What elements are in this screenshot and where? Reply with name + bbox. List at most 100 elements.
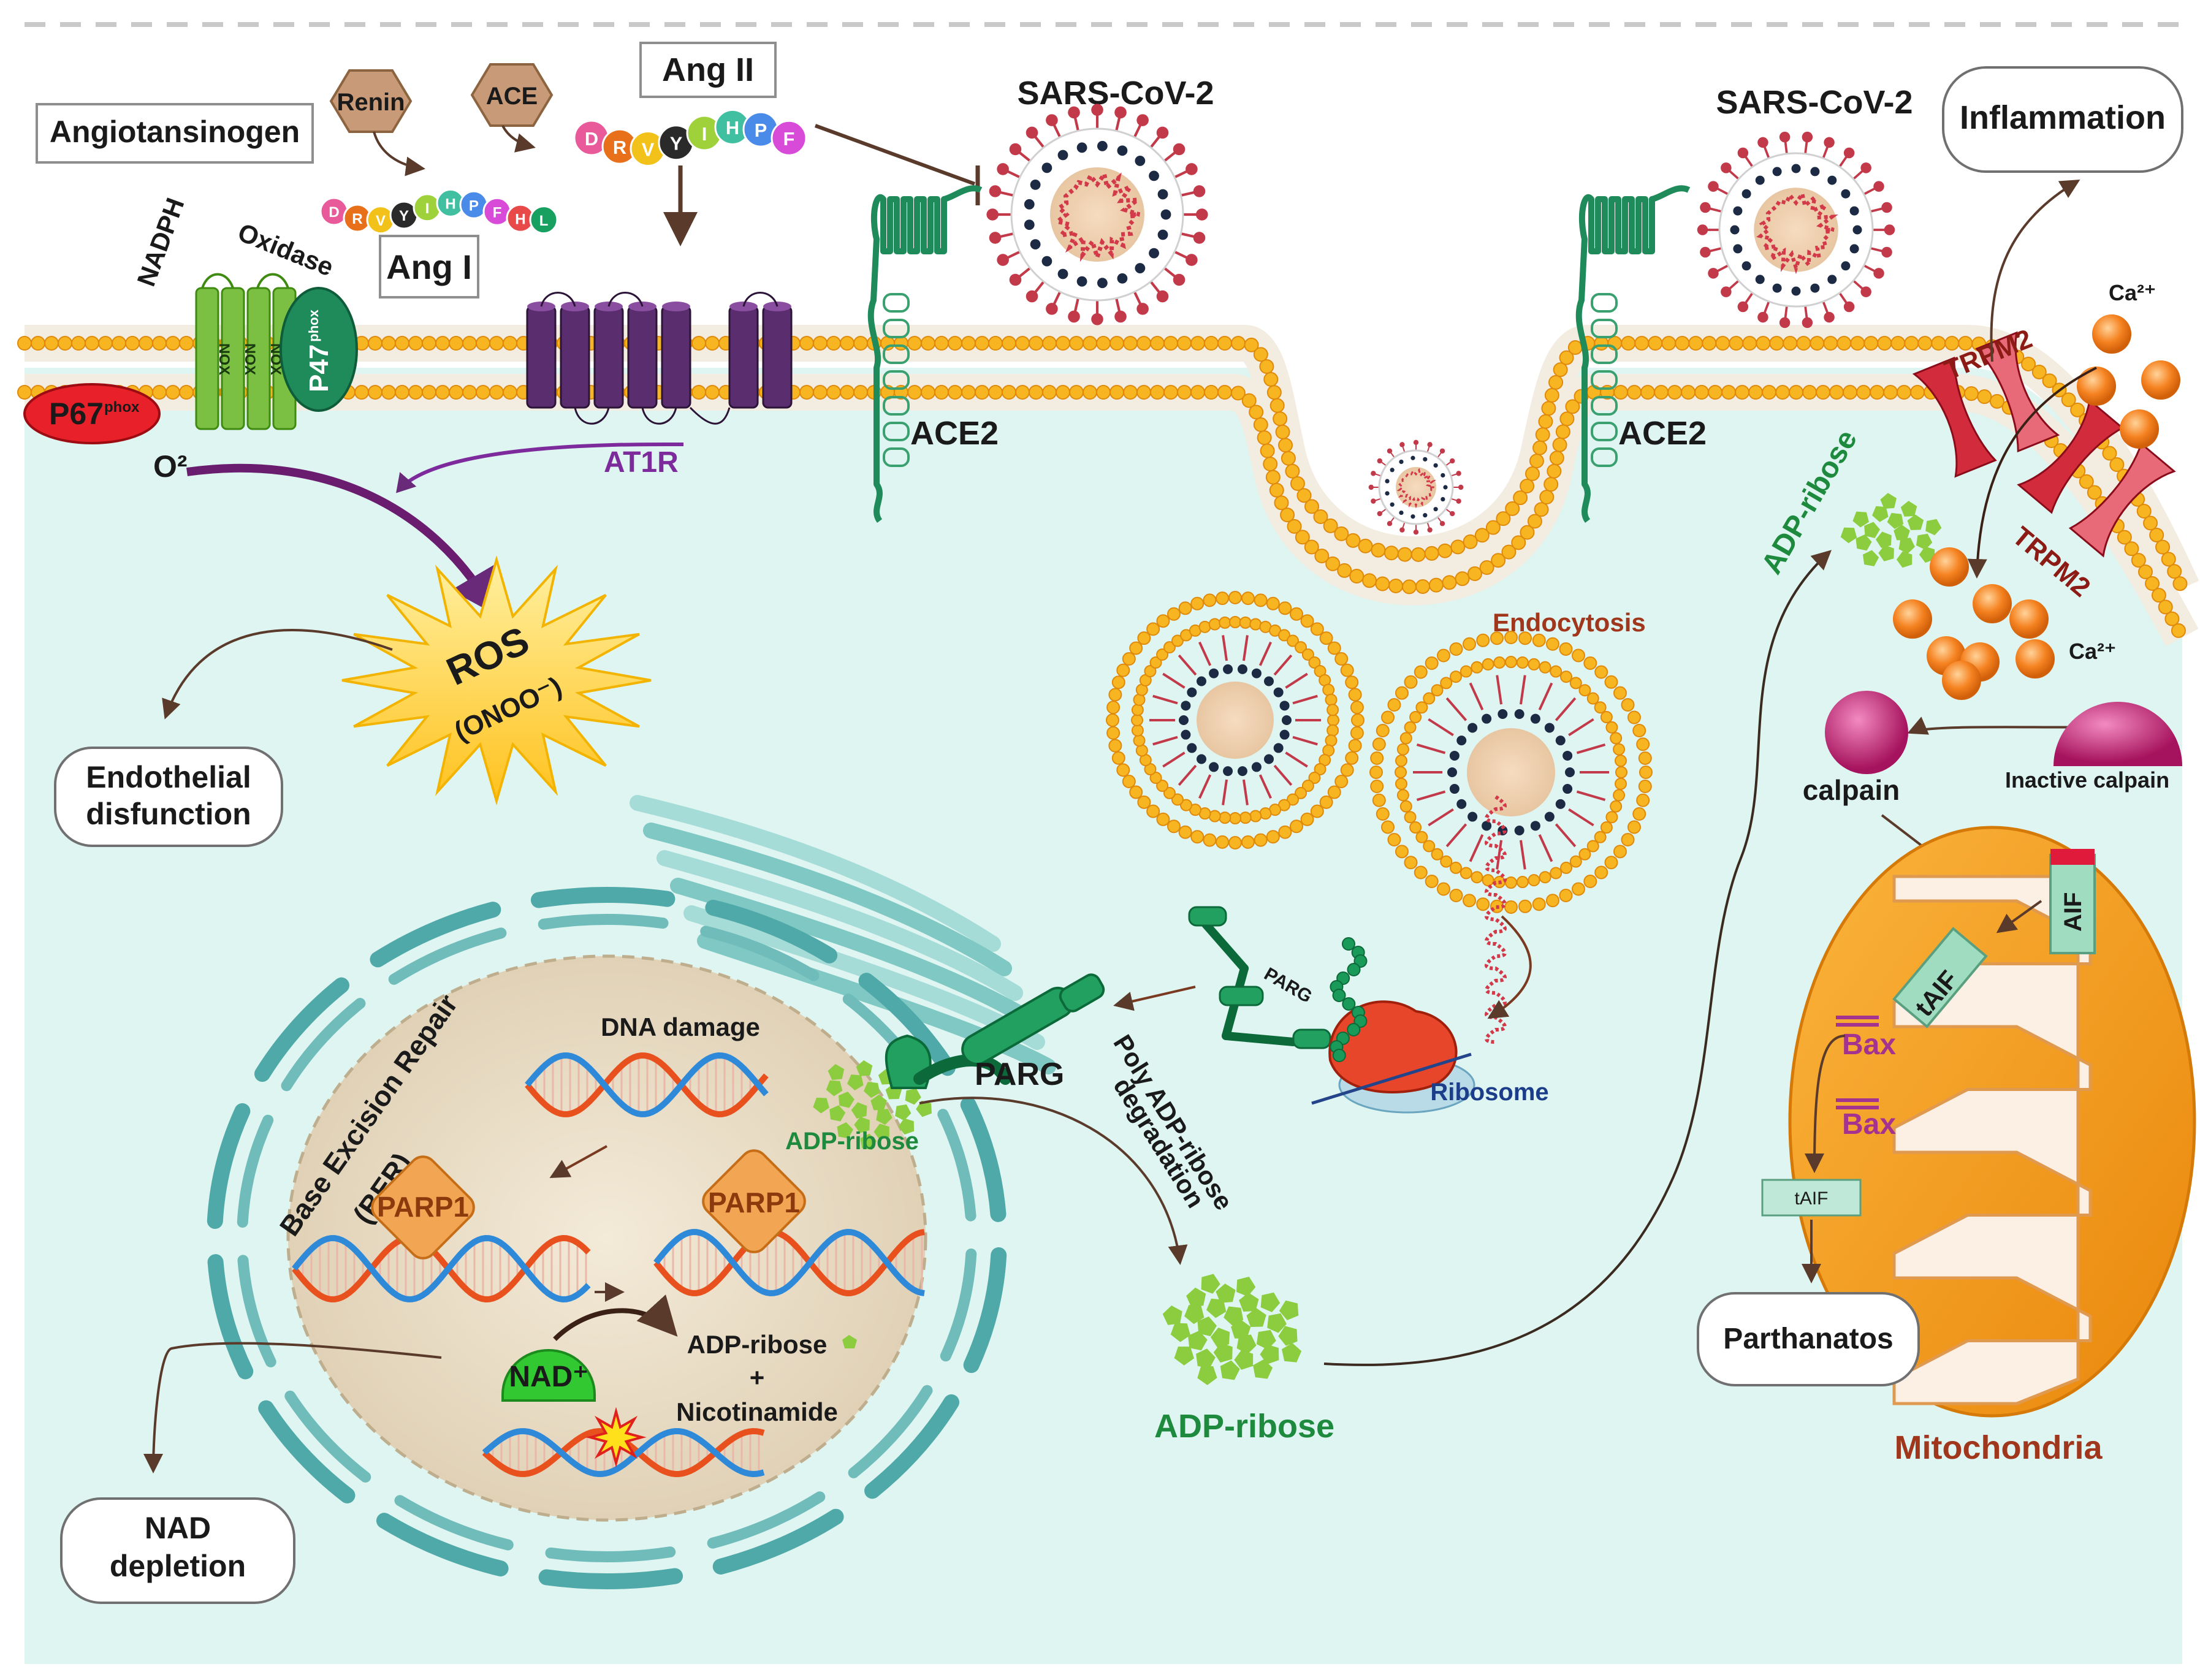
lipid-head: [1539, 490, 1555, 505]
lipid-head: [435, 336, 450, 351]
lipid-head: [1513, 490, 1528, 506]
lipid-head: [691, 385, 706, 400]
lipid-head: [1600, 711, 1613, 723]
adp-ribose-unit: [826, 1080, 843, 1097]
calcium-ion: [1930, 547, 1969, 587]
lipid-head: [1266, 830, 1280, 844]
lipid-head: [1479, 560, 1494, 576]
endosome-left: [1106, 591, 1365, 850]
rna-to-ribosome-arrow: [1487, 915, 1532, 1019]
ace2-receptor-right: [1575, 185, 1691, 523]
adp-ribose-unit: [1231, 1320, 1251, 1339]
spike-protein: [1439, 448, 1445, 454]
spike-protein: [1697, 224, 1708, 235]
envelope-segment: [848, 1385, 933, 1478]
lipid-head: [1278, 825, 1292, 839]
lipid-head: [921, 336, 935, 351]
trpm2-channel: [1912, 331, 2060, 478]
spike-stalk: [1538, 682, 1553, 710]
amino-acid: [771, 120, 807, 156]
ace2-domain: [1591, 293, 1618, 313]
adp-ribose-unit: [1216, 1283, 1236, 1303]
ros-burst: ROS (ONOO⁻): [341, 555, 652, 806]
lipid-head: [1565, 399, 1580, 414]
spike-protein: [1136, 303, 1149, 315]
ribosome-label: Ribosome: [1430, 1079, 1548, 1106]
lipid-head: [1110, 336, 1124, 351]
lipid-head: [1362, 573, 1377, 588]
lipid-head: [1350, 726, 1364, 740]
p67-label: P67: [49, 397, 104, 431]
lipid-head: [1594, 336, 1609, 351]
adp-ribose-unit: [895, 1104, 912, 1121]
lipid-head: [1539, 661, 1551, 674]
amino-acid-letter: F: [493, 204, 502, 221]
lipid-head: [1327, 714, 1339, 726]
lipid-head: [395, 385, 409, 400]
trpm2-subunit: [1975, 331, 2060, 453]
spike-stalk: [1292, 694, 1318, 705]
lipid-head: [826, 385, 841, 400]
adp-ribose-unit: [1894, 525, 1910, 541]
adp-ribose-unit: [870, 1095, 887, 1111]
lipid-head: [840, 336, 854, 351]
membrane-protein: [1410, 455, 1415, 460]
spike-stalk: [1428, 808, 1454, 827]
parthanatos-box: Parthanatos: [1697, 1292, 1920, 1386]
helix-cap: [662, 302, 690, 311]
spike-protein: [1068, 310, 1080, 323]
membrane-protein: [1530, 713, 1540, 724]
adp-ribose-unit: [1246, 1308, 1266, 1328]
adp-ribose-unit: [1925, 519, 1942, 536]
lipid-head: [1552, 437, 1567, 452]
lipid-head: [1569, 855, 1582, 868]
lipid-head: [1375, 576, 1390, 591]
lipid-head: [1569, 677, 1582, 690]
membrane-protein: [1273, 687, 1284, 697]
lipid-head: [1694, 385, 1710, 400]
lipid-head: [1721, 385, 1737, 400]
lipid-head: [1178, 825, 1192, 839]
transmembrane-helix: [762, 305, 793, 409]
parg-to-nucleus-arrow: [1113, 986, 1196, 1011]
ang2-inhibits-sars-line: [814, 124, 976, 186]
lipid-head: [1610, 800, 1623, 813]
lipid-head: [1409, 711, 1422, 723]
lipid-head: [1131, 714, 1143, 726]
spike-protein: [1884, 224, 1895, 235]
lipid-head: [1538, 414, 1553, 429]
lipid-head: [1116, 763, 1130, 777]
lipid-head: [1348, 739, 1362, 753]
lipid-head: [1327, 641, 1341, 655]
lipid-head: [1308, 772, 1321, 785]
envelope-segment: [963, 1247, 1007, 1374]
viral-rna: [1052, 169, 1144, 264]
lipid-head: [1273, 411, 1288, 427]
lipid-head: [1244, 337, 1259, 352]
adp-ribose-unit: [1201, 1274, 1220, 1294]
lipid-head: [1133, 734, 1146, 747]
lipid-head: [1471, 661, 1483, 674]
membrane-protein: [1456, 735, 1467, 746]
lipid-head: [1586, 692, 1599, 705]
lipid-head: [1604, 856, 1618, 870]
spike-stalk: [1538, 834, 1553, 862]
adp-ribose-unit: [1872, 506, 1889, 522]
lipid-head: [1460, 867, 1472, 880]
spike-stalk: [1519, 840, 1526, 870]
adp-ribose-unit: [1900, 501, 1917, 517]
spike-stalk: [1496, 840, 1503, 870]
p67-phox-label: phox: [104, 399, 140, 416]
lipid-head: [31, 336, 45, 351]
membrane-protein: [1264, 676, 1274, 686]
lipid-head: [1559, 350, 1574, 365]
sars-cov-2-virion-left: [986, 104, 1208, 325]
adp-ribose-unit: [1234, 1350, 1254, 1370]
membrane-protein: [1157, 229, 1168, 240]
lipid-head: [1572, 648, 1585, 663]
lipid-head: [1632, 724, 1646, 738]
o2-label: O²: [153, 449, 188, 484]
envelope-segment: [530, 887, 676, 908]
oxidase-label: Oxidase: [234, 218, 338, 282]
lipid-head: [98, 336, 113, 351]
